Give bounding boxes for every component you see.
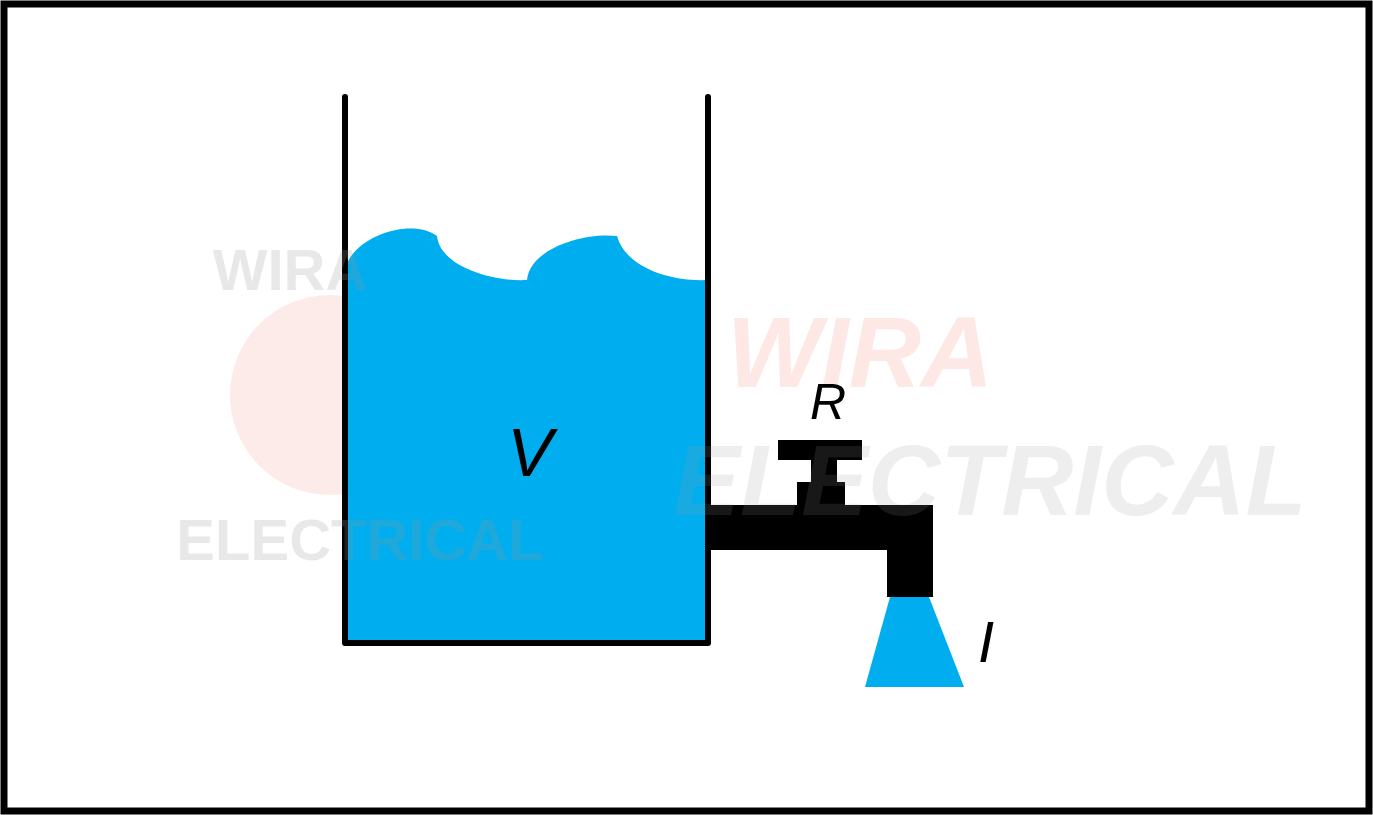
watermark-text: ELECTRICAL <box>673 430 1306 530</box>
water-stream <box>865 597 964 687</box>
watermark-text: WIRA <box>727 302 994 402</box>
watermark-text: ELECTRICAL <box>176 511 543 569</box>
resistance-label: R <box>810 377 846 427</box>
frame <box>4 4 1369 811</box>
current-label: I <box>978 613 994 671</box>
voltage-label: V <box>507 418 552 486</box>
watermark-text: WIRA <box>213 241 368 299</box>
water <box>345 228 708 643</box>
